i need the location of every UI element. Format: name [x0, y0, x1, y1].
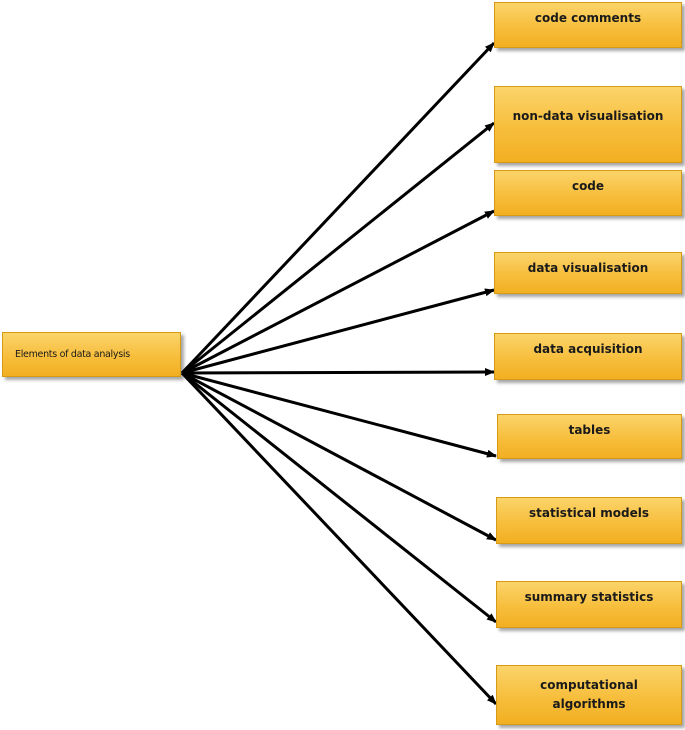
target-node-code-comments: code comments — [494, 2, 682, 48]
target-node-tables: tables — [497, 414, 682, 459]
target-node-data-visualisation: data visualisation — [494, 252, 682, 294]
target-node-label: computational algorithms — [540, 678, 638, 711]
target-node-data-acquisition: data acquisition — [494, 333, 682, 380]
target-node-summary-statistics: summary statistics — [496, 581, 682, 628]
connector-arrow — [181, 371, 497, 542]
target-node-label: data visualisation — [527, 261, 649, 275]
source-node-label: Elements of data analysis — [15, 349, 130, 360]
target-node-non-data-visualisation: non-data visualisation — [494, 86, 682, 163]
target-node-label: tables — [568, 423, 611, 437]
target-node-statistical-models: statistical models — [496, 497, 682, 544]
connector-arrow — [181, 368, 495, 377]
target-node-label: code — [571, 179, 605, 193]
target-node-label: non-data visualisation — [512, 109, 664, 123]
connector-arrow — [181, 371, 497, 458]
connector-arrow — [180, 371, 498, 706]
connector-arrow — [181, 371, 497, 624]
target-node-label: summary statistics — [524, 590, 654, 604]
connector-arrow — [181, 288, 495, 375]
connector-arrow — [181, 209, 495, 375]
target-node-label: code comments — [534, 11, 642, 25]
target-node-computational-algorithms: computational algorithms — [496, 665, 682, 725]
target-node-code: code — [494, 170, 682, 216]
connector-arrow — [181, 121, 495, 375]
target-node-label: statistical models — [528, 506, 650, 520]
connector-arrow — [180, 41, 496, 375]
source-node: Elements of data analysis — [2, 332, 181, 377]
target-node-label: data acquisition — [533, 342, 643, 356]
